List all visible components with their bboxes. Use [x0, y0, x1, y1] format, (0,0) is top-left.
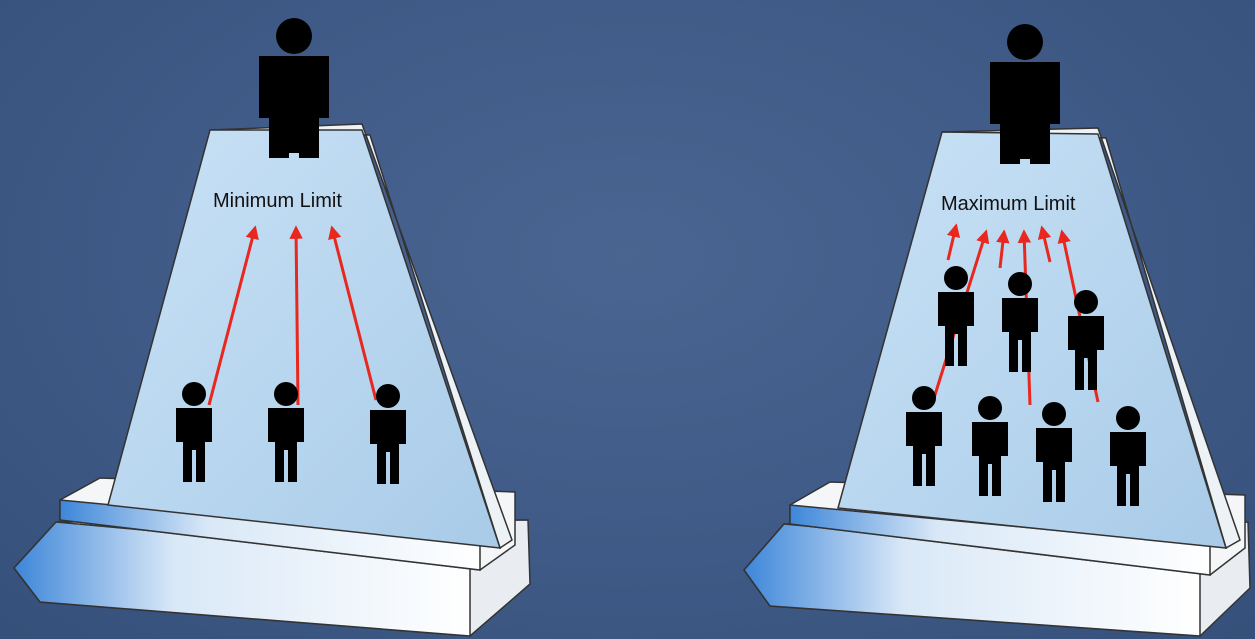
arrow-icon: [296, 228, 298, 405]
pedestal-slab: [108, 124, 512, 548]
minimum-limit-label: Minimum Limit: [213, 190, 342, 212]
panel-maximum: Maximum Limit: [744, 24, 1250, 636]
maximum-limit-label: Maximum Limit: [941, 193, 1076, 215]
leader-person-icon: [259, 18, 329, 158]
panel-minimum: Minimum Limit: [14, 18, 530, 636]
pedestal-slab: [838, 128, 1240, 548]
leader-person-icon: [990, 24, 1060, 164]
